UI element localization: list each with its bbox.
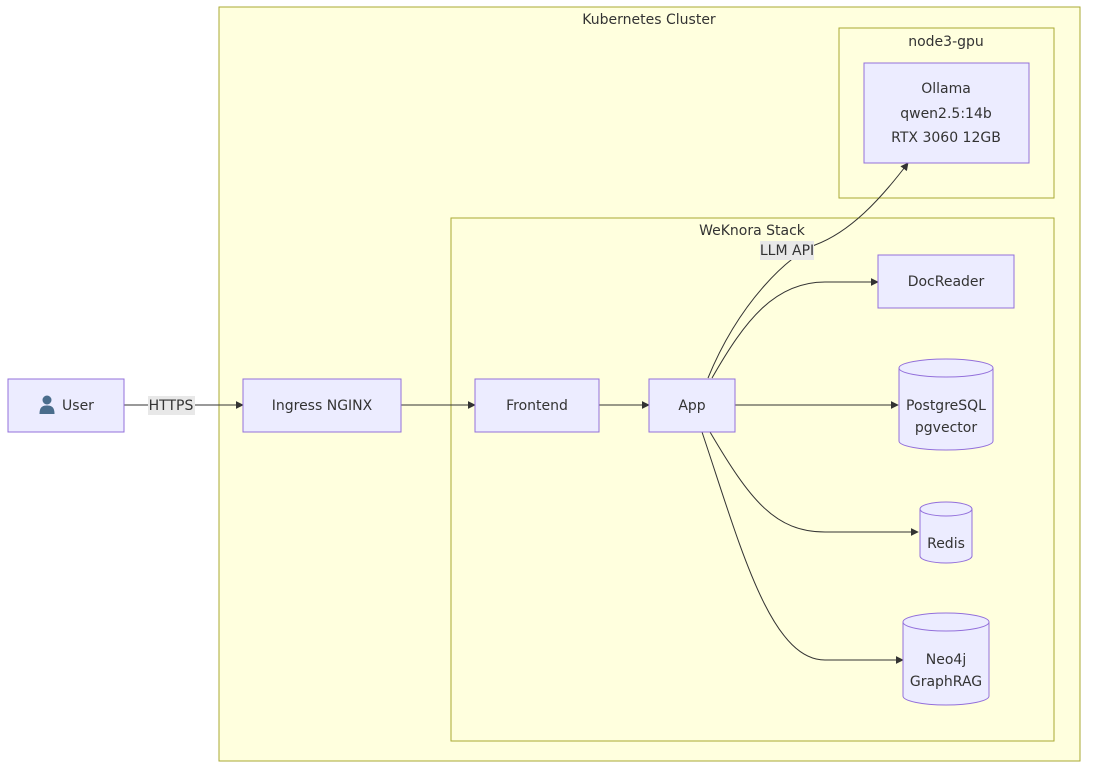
edge-app-neo4j (701, 431, 904, 664)
user-node-label: User (62, 398, 94, 414)
neo4j-label-line-1: Neo4j (926, 652, 966, 668)
edge-app-redis (709, 431, 919, 536)
app-node[interactable]: App (648, 378, 736, 433)
docreader-label: DocReader (908, 274, 985, 290)
node3-gpu-cluster-label: node3-gpu (908, 34, 984, 50)
edge-label-https-text: HTTPS (149, 398, 194, 414)
docreader-node[interactable]: DocReader (877, 254, 1015, 309)
ingress-nginx-node[interactable]: Ingress NGINX (242, 378, 402, 433)
postgresql-node[interactable]: PostgreSQL pgvector (898, 358, 994, 451)
frontend-node[interactable]: Frontend (474, 378, 600, 433)
redis-node[interactable]: Redis (919, 501, 973, 564)
app-label: App (678, 398, 705, 414)
edge-app-docreader (711, 278, 879, 379)
neo4j-node[interactable]: Neo4j GraphRAG (902, 612, 990, 706)
ollama-label-line-1: Ollama (921, 81, 971, 97)
user-node[interactable]: User (7, 378, 125, 433)
edge-label-https: HTTPS (148, 396, 195, 415)
postgresql-label-line-1: PostgreSQL (906, 398, 986, 414)
kubernetes-cluster-label: Kubernetes Cluster (582, 12, 716, 28)
frontend-label: Frontend (506, 398, 568, 414)
user-icon (39, 395, 55, 414)
redis-label: Redis (927, 536, 965, 552)
ingress-nginx-label: Ingress NGINX (272, 398, 373, 414)
ollama-node[interactable]: Ollama qwen2.5:14b RTX 3060 12GB (863, 62, 1030, 164)
edge-label-llm-api-text: LLM API (760, 243, 814, 259)
edge-app-ollama (707, 162, 909, 379)
neo4j-label-line-2: GraphRAG (910, 674, 982, 690)
ollama-label-line-2: qwen2.5:14b (900, 106, 992, 122)
weknora-stack-cluster-label: WeKnora Stack (699, 223, 806, 239)
postgresql-label-line-2: pgvector (915, 420, 977, 436)
ollama-label-line-3: RTX 3060 12GB (891, 130, 1001, 146)
edge-label-llm-api: LLM API (760, 241, 814, 260)
edges (124, 162, 919, 664)
